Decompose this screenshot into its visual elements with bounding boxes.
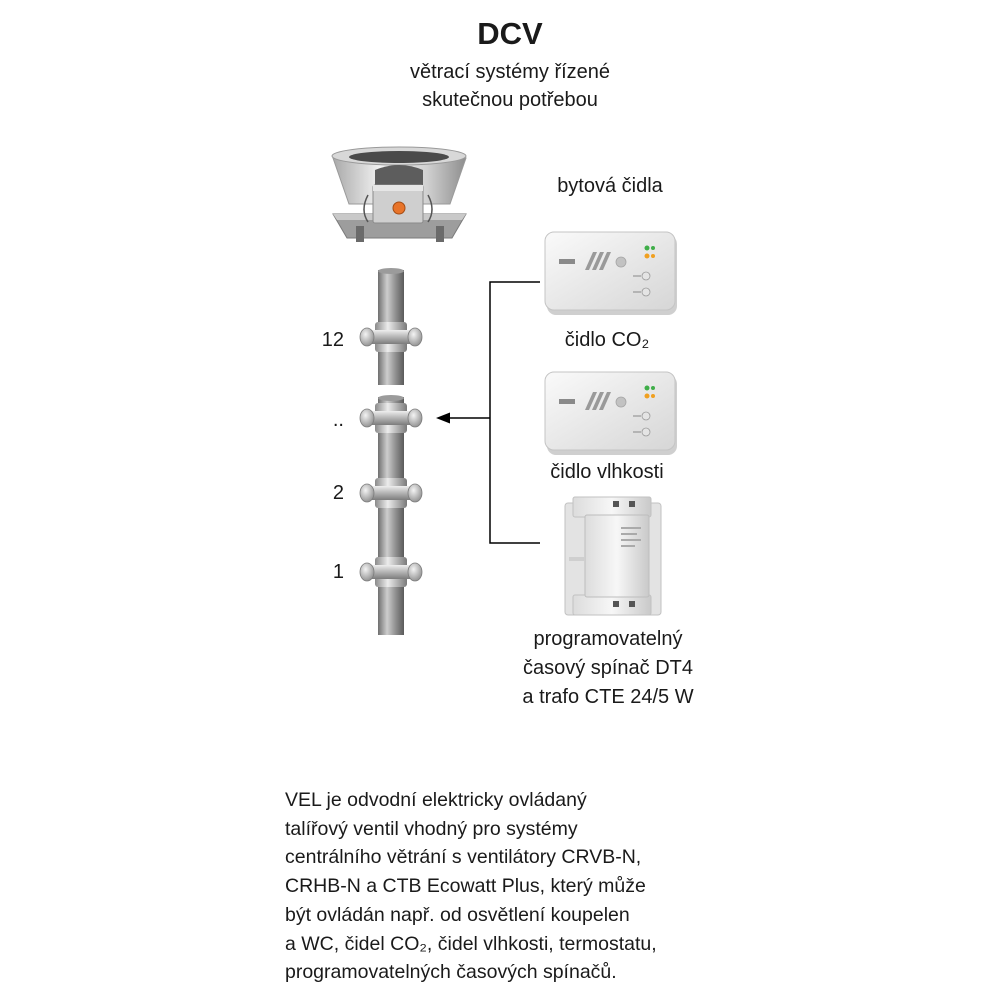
- description-line: a WC, čidel CO₂, čidel vlhkosti, termost…: [285, 932, 657, 955]
- roof-fan-icon: [331, 146, 467, 242]
- description-line: programovatelných časových spínačů.: [285, 961, 617, 984]
- description-line: být ovládán např. od osvětlení koupelen: [285, 903, 630, 926]
- diagram-subtitle: větrací systémy řízené skutečnou potřebo…: [360, 58, 660, 114]
- description-line: talířový ventil vhodný pro systémy: [285, 817, 578, 840]
- floor-label: 1: [332, 561, 344, 583]
- sensor-bracket-line: [489, 281, 540, 544]
- sensors-heading: bytová čidla: [557, 175, 663, 197]
- floor-label: 2: [332, 482, 344, 504]
- description-line: CRHB-N a CTB Ecowatt Plus, který může: [285, 875, 646, 898]
- co2-sensor-label: čidlo CO₂: [564, 329, 650, 351]
- din-timer-transformer-icon: [564, 496, 662, 616]
- timer-label-line: a trafo CTE 24/5 W: [522, 686, 694, 708]
- timer-label-line: programovatelný: [533, 628, 683, 650]
- arrow-left-icon: [436, 412, 490, 424]
- exhaust-valve-icon: [359, 478, 423, 508]
- exhaust-valve-icon: [359, 557, 423, 587]
- floor-label: 12: [321, 329, 344, 351]
- description-line: VEL je odvodní elektricky ovládaný: [285, 789, 587, 811]
- description-line: centrálního větrání s ventilátory CRVB-N…: [285, 846, 642, 869]
- duct-segment-lower: [378, 397, 404, 635]
- description-paragraph: VEL je odvodní elektricky ovládaný talíř…: [285, 786, 765, 987]
- co2-sensor-icon: [544, 231, 677, 315]
- exhaust-valve-icon: [359, 403, 423, 433]
- subtitle-line: větrací systémy řízené: [409, 61, 611, 83]
- humidity-sensor-icon: [544, 371, 677, 455]
- timer-label-line: časový spínač DT4: [522, 657, 694, 679]
- exhaust-valve-icon: [359, 322, 423, 352]
- diagram-title: DCV: [477, 16, 543, 51]
- timer-label: programovatelný časový spínač DT4 a traf…: [458, 625, 758, 712]
- subtitle-line: skutečnou potřebou: [422, 89, 598, 111]
- floor-label: ..: [332, 409, 344, 431]
- humidity-sensor-label: čidlo vlhkosti: [550, 461, 664, 483]
